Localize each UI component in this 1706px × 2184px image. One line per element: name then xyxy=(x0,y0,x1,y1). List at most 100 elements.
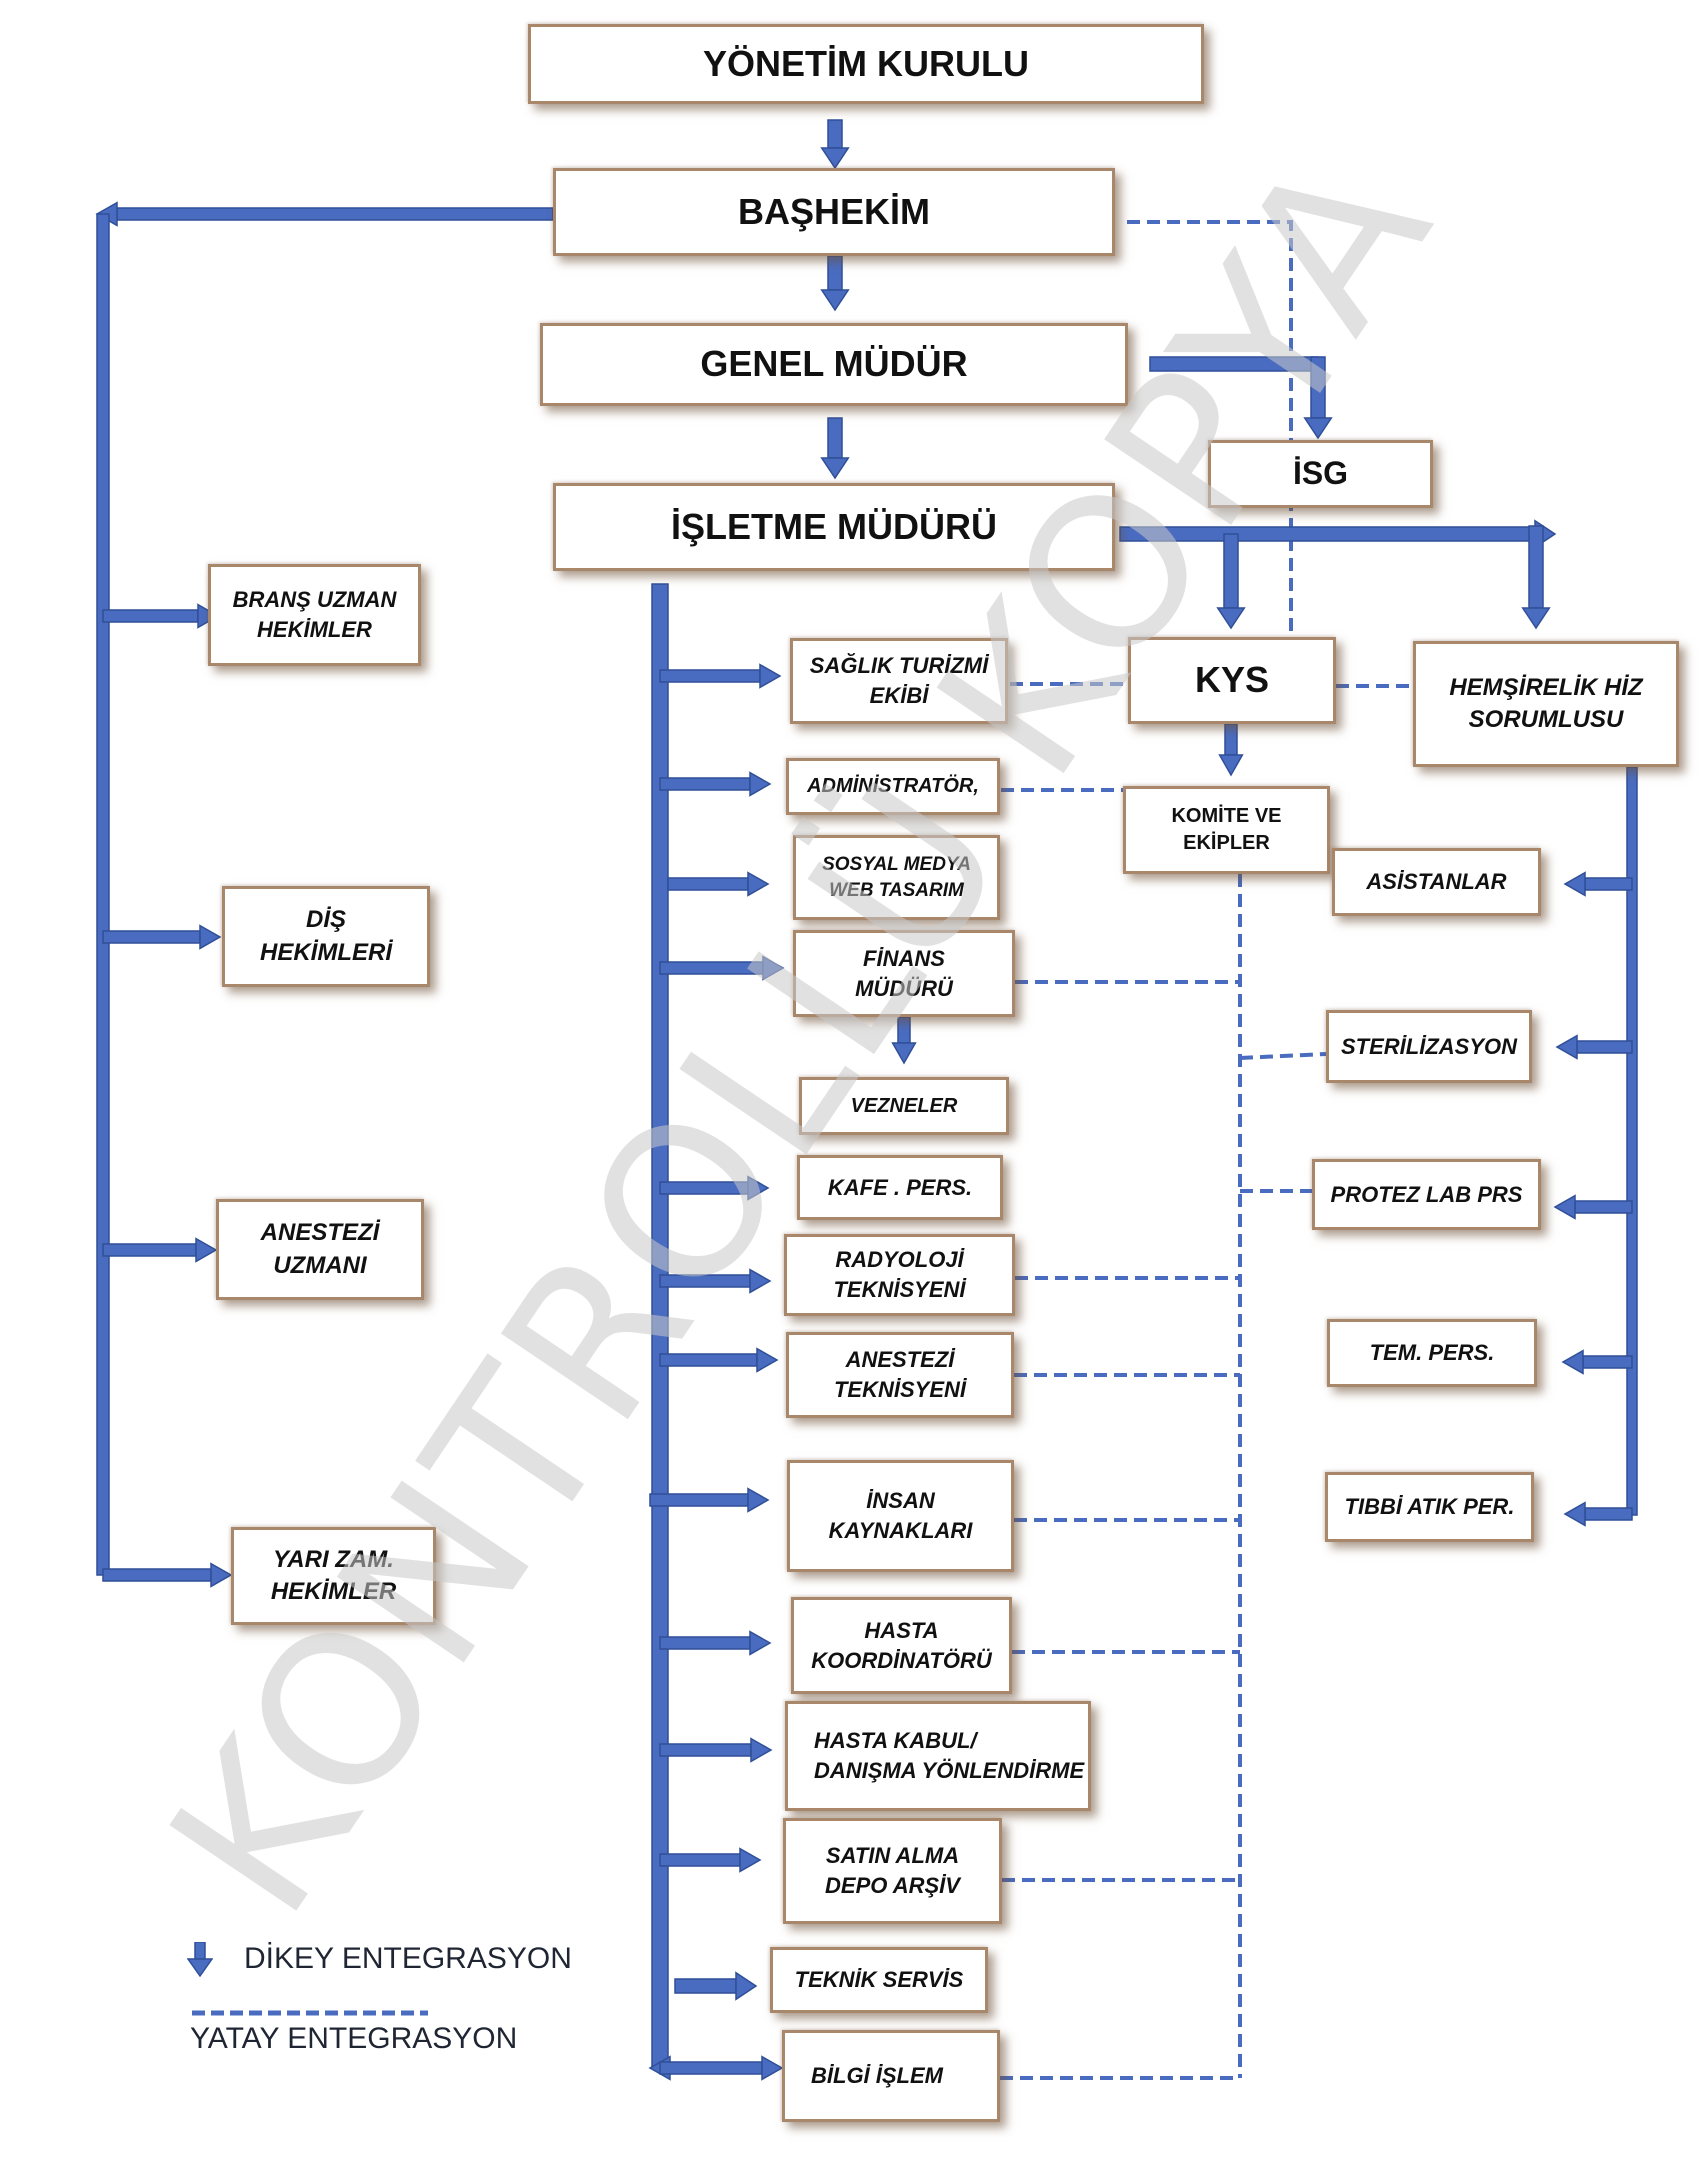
arrow-to-anestezi-uzmani-head xyxy=(195,1237,218,1263)
arrow-to-satin-alma-head xyxy=(739,1847,762,1873)
node-radyoloji: RADYOLOJİ TEKNİSYENİ xyxy=(784,1234,1015,1316)
arrow-to-kafe-head xyxy=(747,1175,770,1201)
arrow-to-radyoloji-head xyxy=(749,1268,772,1294)
dash-sterilizasyon xyxy=(1239,1052,1327,1060)
node-hasta-koordinatoru: HASTA KOORDİNATÖRÜ xyxy=(791,1597,1012,1694)
arrow-genel-isletme xyxy=(827,417,843,459)
arrow-to-kys-head xyxy=(1216,607,1246,630)
arrow-to-bilgi xyxy=(659,2061,763,2075)
node-bashekim: BAŞHEKİM xyxy=(553,168,1115,256)
node-sterilizasyon: STERİLİZASYON xyxy=(1326,1010,1532,1083)
arrow-finans-vezneler xyxy=(897,1016,911,1044)
arrow-to-hemsirelik-head xyxy=(1521,607,1551,630)
node-yonetim-kurulu: YÖNETİM KURULU xyxy=(528,24,1204,104)
arrow-finans-vezneler-head xyxy=(891,1042,917,1065)
arrow-yonetim-bashekim xyxy=(827,119,843,149)
arrow-to-kys xyxy=(1223,533,1239,609)
node-saglik-turizmi: SAĞLIK TURİZMİ EKİBİ xyxy=(790,638,1008,724)
arrow-to-hasta-kabul-head xyxy=(750,1737,773,1763)
arrow-genel-isg-d xyxy=(1310,356,1326,419)
node-yari-zam: YARI ZAM. HEKİMLER xyxy=(231,1527,436,1625)
arrow-to-dis-head xyxy=(199,924,222,950)
node-sosyal-medya: SOSYAL MEDYA WEB TASARIM xyxy=(793,835,1000,920)
arrow-to-asistanlar xyxy=(1584,877,1633,891)
node-kafe-pers: KAFE . PERS. xyxy=(797,1155,1003,1220)
arrow-to-teknik xyxy=(674,1978,737,1994)
arrow-to-saglik xyxy=(659,669,761,683)
node-hemsirelik: HEMŞİRELİK HİZ SORUMLUSU xyxy=(1413,641,1679,767)
arrow-to-asistanlar-head xyxy=(1563,871,1586,897)
arrow-to-tibbi-head xyxy=(1563,1501,1586,1527)
arrow-isletme-right xyxy=(1119,526,1536,542)
arrow-to-anestezi-tek xyxy=(659,1353,758,1367)
arrow-to-satin-alma xyxy=(659,1853,741,1867)
arrow-bashekim-genel-head xyxy=(820,289,850,312)
node-tem-pers: TEM. PERS. xyxy=(1327,1319,1537,1387)
arrow-to-yari-zam xyxy=(102,1568,212,1582)
arrow-to-sterilizasyon xyxy=(1576,1040,1633,1054)
arrow-to-yari-zam-head xyxy=(210,1562,233,1588)
arrow-to-hasta-koord-head xyxy=(749,1630,772,1656)
node-vezneler: VEZNELER xyxy=(799,1077,1009,1135)
node-insan-kaynaklari: İNSAN KAYNAKLARI xyxy=(787,1460,1014,1572)
arrow-to-hasta-koord xyxy=(659,1636,751,1650)
node-dis-hekimleri: DİŞ HEKİMLERİ xyxy=(222,886,430,987)
node-anestezi-teknisyeni: ANESTEZİ TEKNİSYENİ xyxy=(786,1332,1014,1418)
arrow-kys-komite-head xyxy=(1218,754,1244,777)
node-protez-lab: PROTEZ LAB PRS xyxy=(1312,1159,1541,1230)
node-komite: KOMİTE VE EKİPLER xyxy=(1123,786,1330,874)
dash-bashekim-kys xyxy=(1127,220,1293,640)
node-tibbi-atik: TIBBİ ATIK PER. xyxy=(1325,1472,1534,1542)
node-bilgi-islem: BİLGİ İŞLEM xyxy=(782,2030,1000,2122)
arrow-kys-komite xyxy=(1224,723,1238,756)
node-isletme-muduru: İŞLETME MÜDÜRÜ xyxy=(553,483,1115,571)
arrow-to-finans xyxy=(659,961,764,975)
arrow-to-teknik-head xyxy=(735,1971,758,2001)
legend-horizontal-label: YATAY ENTEGRASYON xyxy=(190,2022,518,2055)
arrow-to-radyoloji xyxy=(659,1274,751,1288)
arrow-genel-isg-h xyxy=(1149,356,1319,372)
arrow-to-tem xyxy=(1582,1355,1633,1369)
arrow-to-tibbi xyxy=(1584,1507,1633,1521)
arrow-to-hemsirelik xyxy=(1528,525,1544,609)
arrow-to-tem-head xyxy=(1561,1349,1584,1375)
node-hasta-kabul: HASTA KABUL/ DANIŞMA YÖNLENDİRME xyxy=(785,1701,1091,1811)
arrow-to-finans-head xyxy=(762,955,785,981)
arrow-to-dis xyxy=(102,930,201,944)
arrow-to-administrator xyxy=(659,777,751,791)
arrow-to-sosyal xyxy=(667,877,749,891)
node-teknik-servis: TEKNİK SERVİS xyxy=(770,1947,988,2013)
arrow-genel-isletme-head xyxy=(820,457,850,480)
down-arrow-icon xyxy=(187,1942,213,1978)
dashed-line-icon xyxy=(192,2010,428,2016)
arrow-to-brans xyxy=(102,609,199,623)
arrow-to-bilgi-head xyxy=(761,2055,784,2081)
legend-vertical-label: DİKEY ENTEGRASYON xyxy=(244,1942,572,1975)
node-isg: İSG xyxy=(1208,440,1433,508)
arrow-to-protez-head xyxy=(1553,1194,1576,1220)
arrow-to-insan-head xyxy=(747,1487,770,1513)
node-asistanlar: ASİSTANLAR xyxy=(1332,848,1541,916)
node-brans-uzman: BRANŞ UZMAN HEKİMLER xyxy=(208,564,421,666)
arrow-to-anestezi-uzmani xyxy=(102,1243,197,1257)
arrow-genel-isg-d-head xyxy=(1303,417,1333,440)
middle-trunk xyxy=(651,583,669,2069)
node-kys: KYS xyxy=(1128,637,1336,724)
node-administrator: ADMİNİSTRATÖR, xyxy=(786,758,1000,815)
arrow-bashekim-genel xyxy=(827,255,843,291)
node-finans-muduru: FİNANS MÜDÜRÜ xyxy=(793,930,1015,1017)
arrow-to-sosyal-head xyxy=(747,871,770,897)
arrow-to-saglik-head xyxy=(759,663,782,689)
arrow-to-protez xyxy=(1574,1200,1633,1214)
arrow-to-anestezi-tek-head xyxy=(756,1347,779,1373)
node-anestezi-uzmani: ANESTEZİ UZMANI xyxy=(216,1199,424,1300)
left-trunk xyxy=(96,213,110,1576)
arrow-to-insan xyxy=(649,1493,749,1507)
arrow-to-administrator-head xyxy=(749,771,772,797)
arrow-to-sterilizasyon-head xyxy=(1555,1034,1578,1060)
arrow-to-kafe xyxy=(659,1181,749,1195)
arrow-yonetim-bashekim-head xyxy=(820,147,850,170)
node-satin-alma: SATIN ALMA DEPO ARŞİV xyxy=(783,1818,1002,1924)
